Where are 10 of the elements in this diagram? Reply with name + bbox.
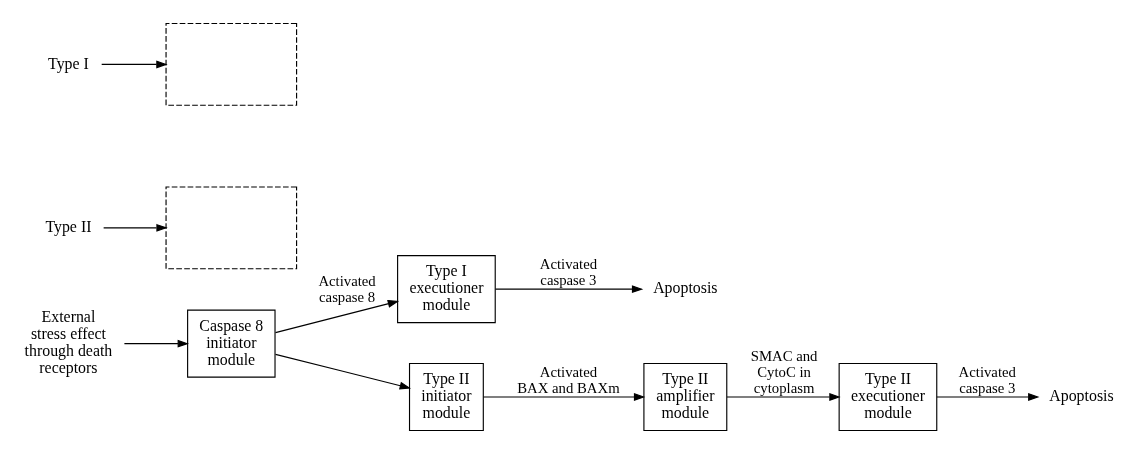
edge-label: Activated BAX and BAXm [517,363,620,396]
node-text: Apoptosis [1049,386,1114,404]
edge-label: Activated caspase 8 [318,272,376,305]
edge-label: Activated caspase 3 [539,255,598,288]
edge-label: Activated caspase 3 [958,363,1016,396]
node-text: External stress effect through death receptors [24,307,113,376]
node-text: Type II [45,217,92,235]
node-text: Apoptosis [653,278,718,296]
edge-label: SMAC and CytoC in cytoplasm [750,347,818,396]
node-text: Type I [48,54,89,72]
